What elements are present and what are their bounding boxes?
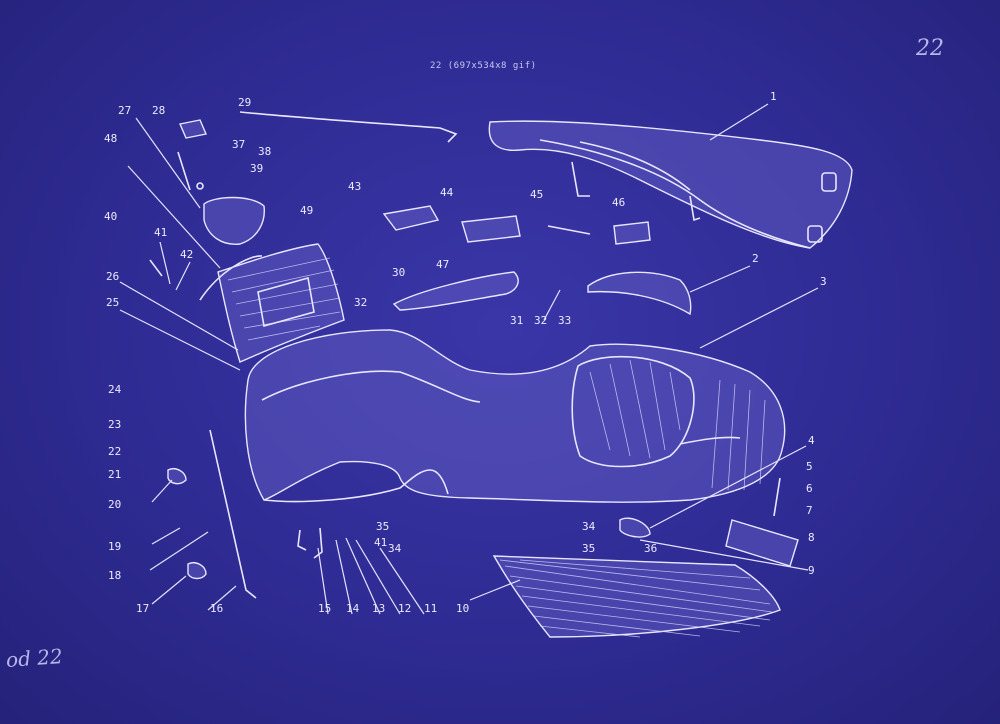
label-22: 22	[108, 445, 121, 458]
label-13: 13	[372, 602, 385, 615]
part-5-bolt	[773, 477, 781, 517]
part-29-rod	[239, 111, 458, 143]
label-12: 12	[398, 602, 411, 615]
part-43-hinge	[382, 205, 440, 231]
label-31: 31	[510, 314, 523, 327]
part-38-washer	[196, 182, 204, 190]
label-40: 40	[104, 210, 117, 223]
part-3-sidecar-tub	[244, 329, 786, 503]
label-11: 11	[424, 602, 437, 615]
corner-page-mark: 22	[916, 36, 944, 61]
part-16-stay-rod	[209, 429, 257, 599]
label-28: 28	[152, 104, 165, 117]
label-9: 9	[808, 564, 815, 577]
label-30: 30	[392, 266, 405, 279]
part-15-hook	[297, 529, 307, 551]
label-25: 25	[106, 296, 119, 309]
label-43: 43	[348, 180, 361, 193]
part-28-cap-nut	[179, 119, 207, 139]
label-23: 23	[108, 418, 121, 431]
label-35-cluster: 35	[376, 520, 389, 533]
part-17-knob	[187, 562, 207, 580]
label-46: 46	[612, 196, 625, 209]
part-8-pad	[725, 519, 799, 567]
label-39: 39	[250, 162, 263, 175]
part-26-seat-frame	[217, 243, 345, 363]
label-38: 38	[258, 145, 271, 158]
part-2-fender	[587, 271, 692, 316]
part-44-latch	[461, 215, 521, 243]
label-15: 15	[318, 602, 331, 615]
leader-lines	[119, 103, 819, 615]
label-18: 18	[108, 569, 121, 582]
label-35: 35	[582, 542, 595, 555]
part-1-nose-shell	[488, 120, 853, 249]
part-37-bolt	[177, 151, 191, 191]
label-19: 19	[108, 540, 121, 553]
label-29: 29	[238, 96, 251, 109]
part-47-trim-piece	[392, 271, 519, 311]
label-32-cluster: 32	[354, 296, 367, 309]
part-45-spring	[547, 225, 591, 235]
label-48: 48	[104, 132, 117, 145]
label-7: 7	[806, 504, 813, 517]
part-10-floor-board	[492, 555, 781, 638]
label-4: 4	[808, 434, 815, 447]
label-26: 26	[106, 270, 119, 283]
label-8: 8	[808, 531, 815, 544]
part-9-bracket	[619, 517, 651, 538]
label-24: 24	[108, 383, 122, 396]
label-6: 6	[806, 482, 813, 495]
label-27: 27	[118, 104, 131, 117]
label-34: 34	[582, 520, 596, 533]
label-16: 16	[210, 602, 223, 615]
label-5: 5	[806, 460, 813, 473]
part-14-hook	[313, 527, 323, 559]
label-2: 2	[752, 252, 759, 265]
part-48-bracket-housing	[203, 196, 265, 245]
label-44: 44	[440, 186, 454, 199]
part-46-block	[613, 221, 651, 245]
label-41: 41	[154, 226, 167, 239]
label-42: 42	[180, 248, 193, 261]
label-49: 49	[300, 204, 313, 217]
label-10: 10	[456, 602, 469, 615]
label-32: 32	[534, 314, 547, 327]
label-37: 37	[232, 138, 245, 151]
label-17: 17	[136, 602, 149, 615]
part-number-labels: 1 2 3 4 5 6 7 8 9 10 11 12 13 14 15 16 1…	[104, 90, 827, 615]
label-21: 21	[108, 468, 121, 481]
label-45: 45	[530, 188, 543, 201]
image-caption: 22 (697x534x8 gif)	[430, 61, 537, 71]
part-25-trim-strip	[199, 255, 263, 301]
label-20: 20	[108, 498, 121, 511]
label-14: 14	[346, 602, 360, 615]
label-1: 1	[770, 90, 777, 103]
label-36: 36	[644, 542, 657, 555]
part-40-bolt	[149, 259, 163, 277]
label-47: 47	[436, 258, 449, 271]
part-20-clamp	[167, 468, 187, 485]
label-41-cluster: 41	[374, 536, 387, 549]
label-34-cluster: 34	[388, 542, 402, 555]
label-33: 33	[558, 314, 571, 327]
label-3: 3	[820, 275, 827, 288]
